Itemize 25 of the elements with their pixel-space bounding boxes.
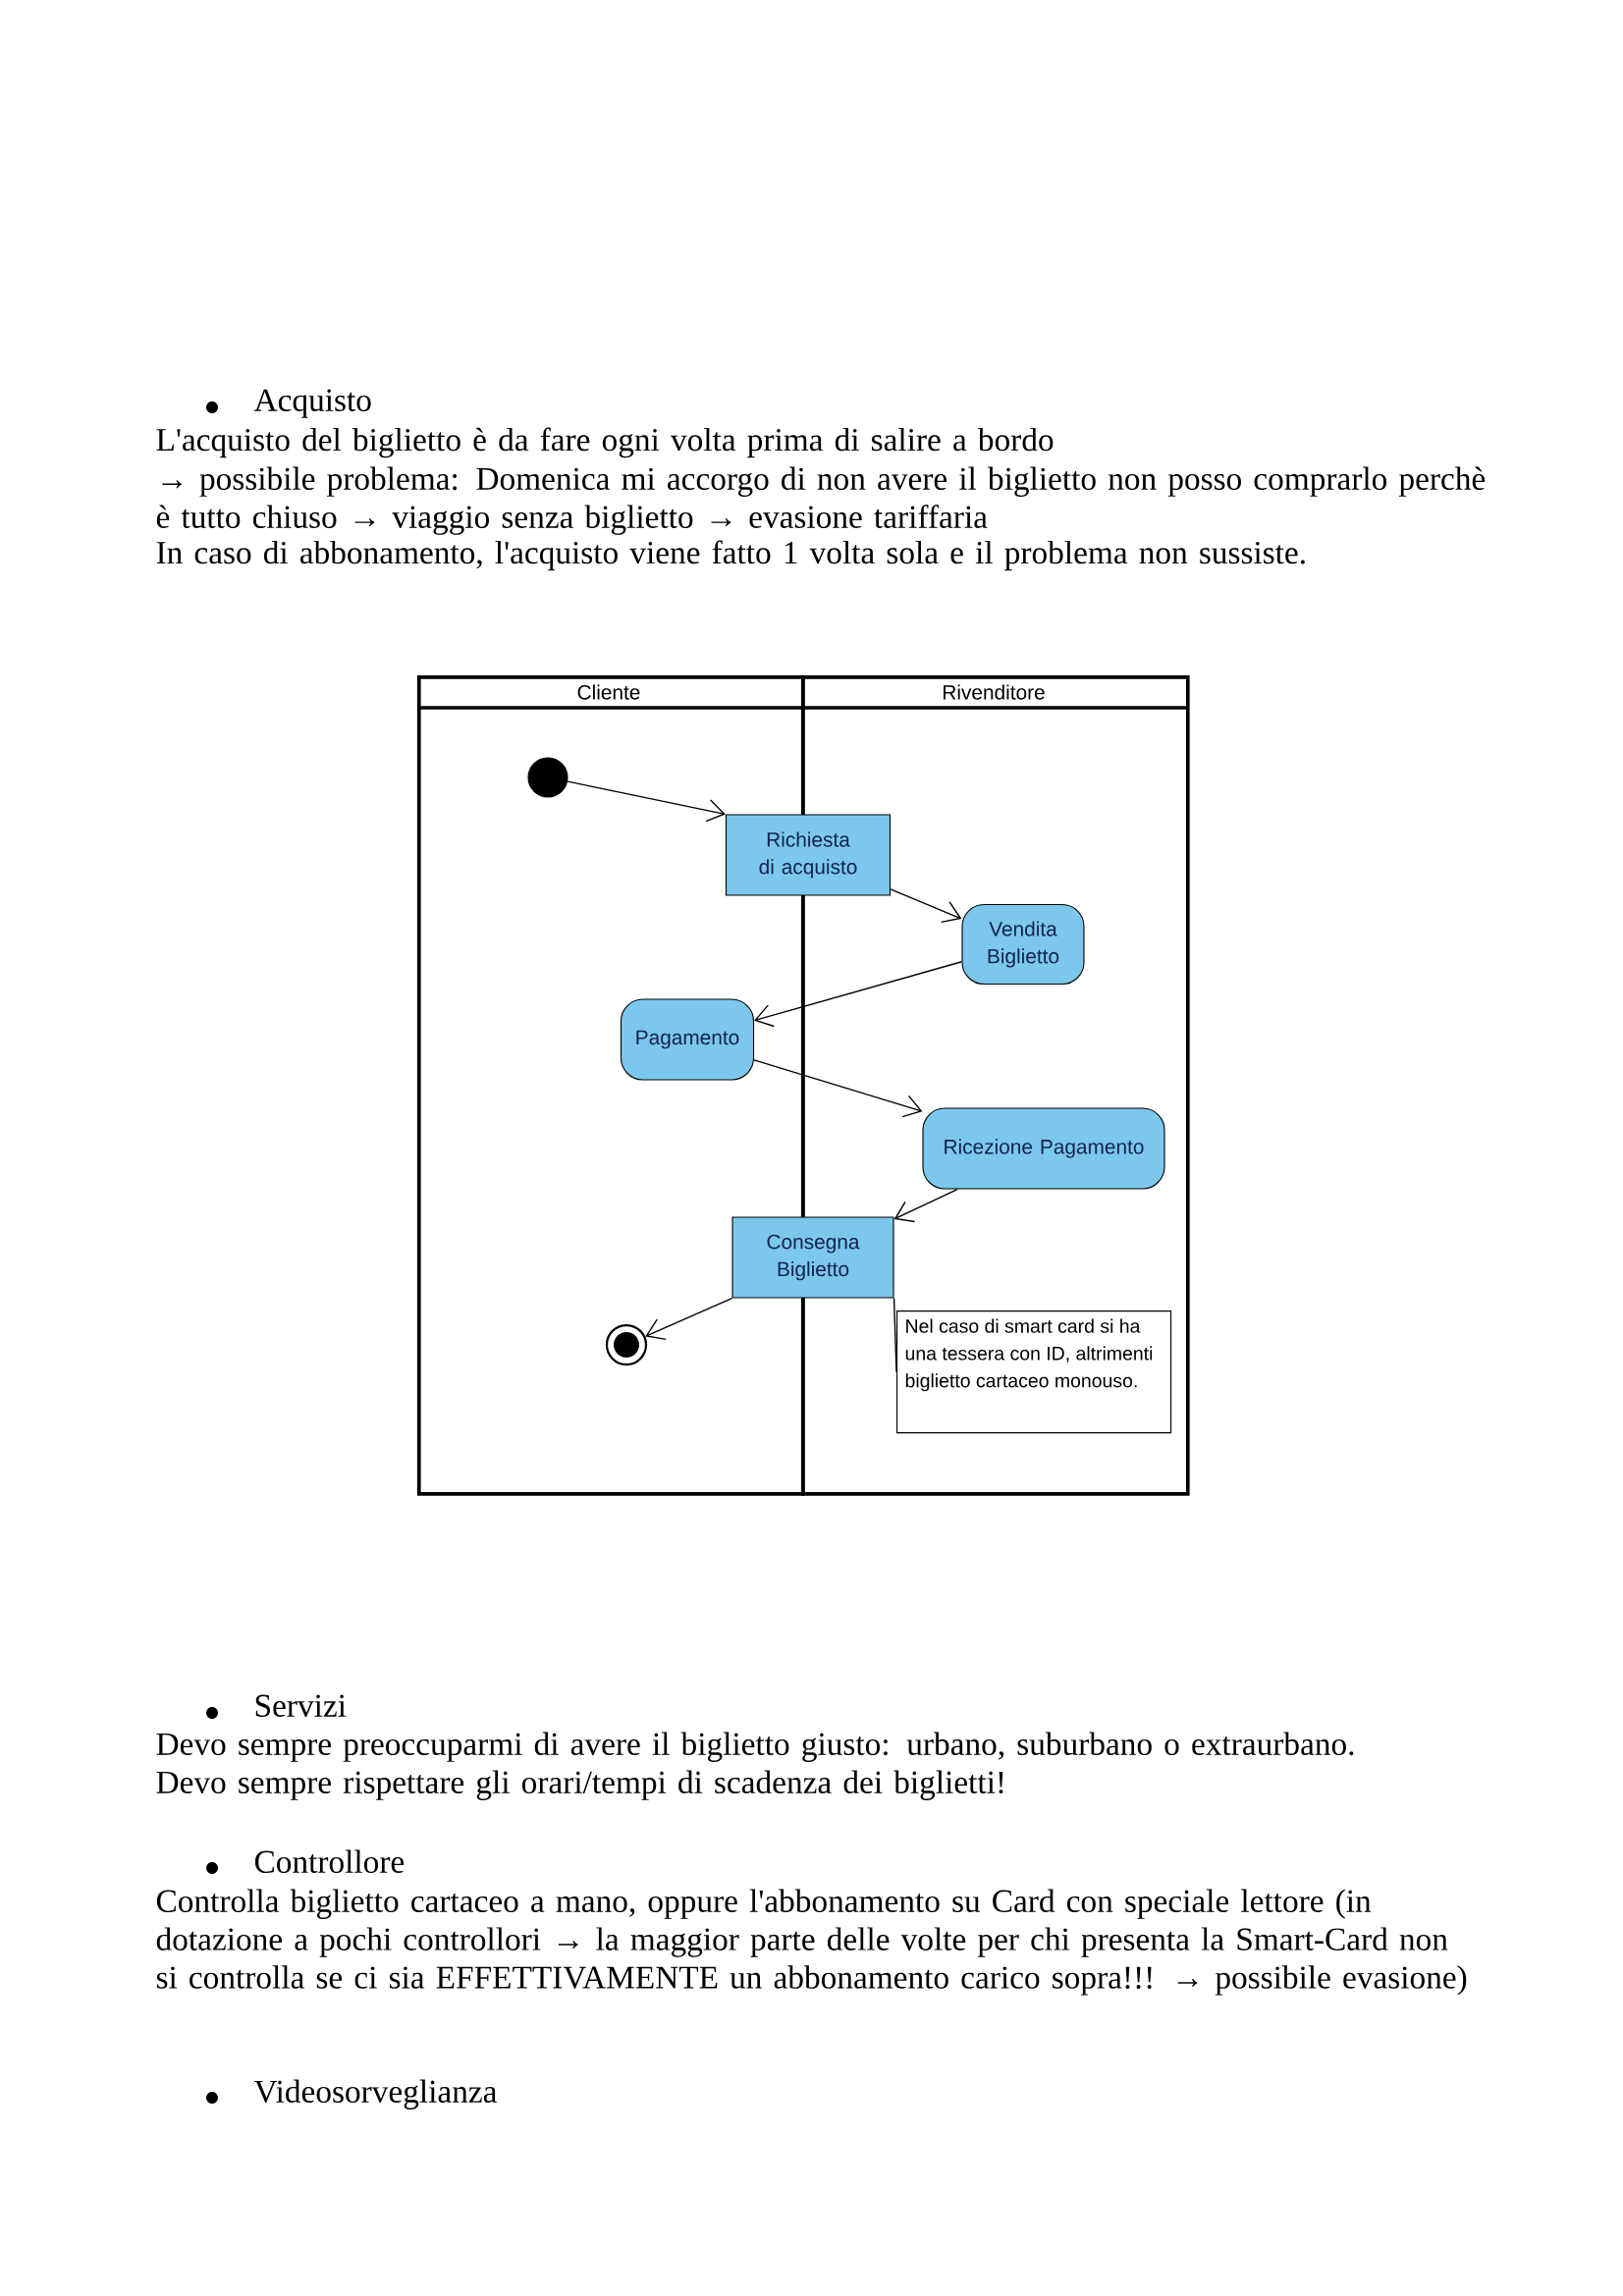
activity-box: Pagamento xyxy=(620,998,755,1081)
paragraph-text: Devo sempre rispettare gli orari/tempi di scadenza dei biglietti! xyxy=(156,1770,1003,1800)
bullet-item: Servizi xyxy=(206,1694,347,1719)
note-box: Nel caso di smart card si ha una tessera con ID, altrimenti biglietto cartaceo monouso. xyxy=(896,1310,1172,1434)
arrow xyxy=(753,1059,923,1118)
paragraph-text: Devo sempre preoccuparmi di avere il biglietto giusto: urbano, suburbano o extraurbano. xyxy=(156,1732,1354,1762)
paragraph-text: Controlla biglietto cartaceo a mano, oppure l'abbonamento su Card con speciale lettore (in dotazione a pochi controllori → la maggior parte delle volte per chi presenta la Smart-Card non si controlla se ci sia EFFETTIVAMENTE un abbonamento carico sopra!!! → possibile evasione) xyxy=(156,1889,1467,1996)
paragraph-text: In caso di abbonamento, l'acquisto viene fatto 1 volta sola e il problema non sussiste. xyxy=(156,540,1305,571)
action-box: Consegna Biglietto xyxy=(731,1216,894,1299)
arrow xyxy=(645,1297,733,1341)
leader-line xyxy=(893,1297,897,1373)
start-dot xyxy=(527,757,568,798)
bullet-item: Videosorveglianza xyxy=(206,2079,497,2109)
activity-box: Ricezione Pagamento xyxy=(922,1107,1165,1190)
arrow xyxy=(893,1188,958,1223)
arrow xyxy=(567,780,726,823)
arrow xyxy=(754,961,963,1028)
end-bullseye xyxy=(605,1323,648,1366)
bullet-item: Controllore xyxy=(206,1849,405,1874)
activity-box: Vendita Biglietto xyxy=(961,903,1085,986)
paragraph-text: L'acquisto del biglietto è da fare ogni volta prima di salire a bordo xyxy=(156,427,1054,458)
paragraph-text: → possibile problema: Domenica mi accorgo di non avere il biglietto non posso comprarlo perchè è tutto chiuso → viaggio senza biglietto → evasione tariffaria xyxy=(156,466,1486,535)
bullet-item: Acquisto xyxy=(206,389,371,418)
arrow xyxy=(890,888,962,924)
action-box: Richiesta di acquisto xyxy=(725,814,892,896)
